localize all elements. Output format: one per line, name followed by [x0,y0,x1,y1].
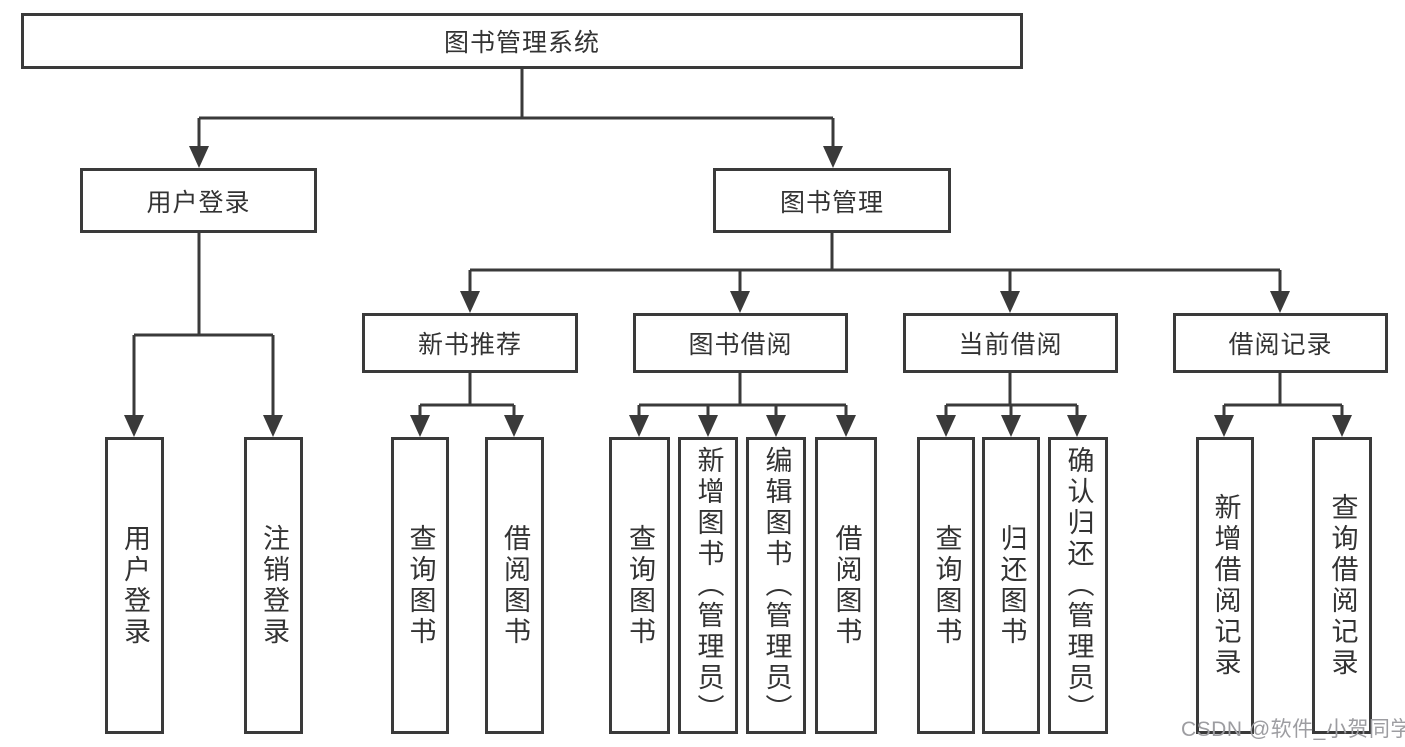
csdn-watermark: CSDN @软件_小贺同学 [1181,718,1405,741]
node-book-management: 图书管理 [713,168,951,233]
leaf-add-book-admin: 新增图书（管理员） [678,437,738,734]
leaf-confirm-return-admin: 确认归还（管理员） [1048,437,1108,734]
leaf-edit-book-admin-label: 编辑图书（管理员） [761,446,792,725]
node-root-system: 图书管理系统 [21,13,1023,69]
leaf-logout: 注销登录 [244,437,303,734]
leaf-borrow-books-recommend: 借阅图书 [485,437,544,734]
leaf-borrow-book: 借阅图书 [815,437,877,734]
leaf-borrow-book-label: 借阅图书 [831,523,862,648]
leaf-return-book-label: 归还图书 [996,523,1027,648]
leaf-query-borrow-record: 查询借阅记录 [1312,437,1372,734]
leaf-borrow-books-recommend-label: 借阅图书 [500,523,530,648]
leaf-logout-label: 注销登录 [259,523,289,648]
leaf-edit-book-admin: 编辑图书（管理员） [746,437,806,734]
leaf-user-login: 用户登录 [105,437,164,734]
leaf-query-books-recommend: 查询图书 [391,437,449,734]
leaf-query-books-current-label: 查询图书 [931,523,962,648]
arrowheads [124,146,1352,437]
leaf-return-book: 归还图书 [982,437,1040,734]
node-new-book-recommend: 新书推荐 [362,313,578,373]
leaf-add-book-admin-label: 新增图书（管理员） [693,446,724,725]
node-book-borrow: 图书借阅 [633,313,848,373]
leaf-query-books-borrow-label: 查询图书 [625,523,655,648]
leaf-query-books-current: 查询图书 [917,437,975,734]
leaf-query-books-borrow: 查询图书 [609,437,670,734]
leaf-confirm-return-admin-label: 确认归还（管理员） [1063,446,1094,725]
leaf-add-borrow-record-label: 新增借阅记录 [1210,492,1241,679]
leaf-user-login-label: 用户登录 [120,523,150,648]
leaf-add-borrow-record: 新增借阅记录 [1196,437,1254,734]
leaf-query-borrow-record-label: 查询借阅记录 [1327,492,1358,679]
connector-lines [132,69,1344,420]
node-user-login: 用户登录 [80,168,317,233]
leaf-query-books-recommend-label: 查询图书 [405,523,436,648]
node-borrow-records: 借阅记录 [1173,313,1388,373]
node-current-borrow: 当前借阅 [903,313,1118,373]
